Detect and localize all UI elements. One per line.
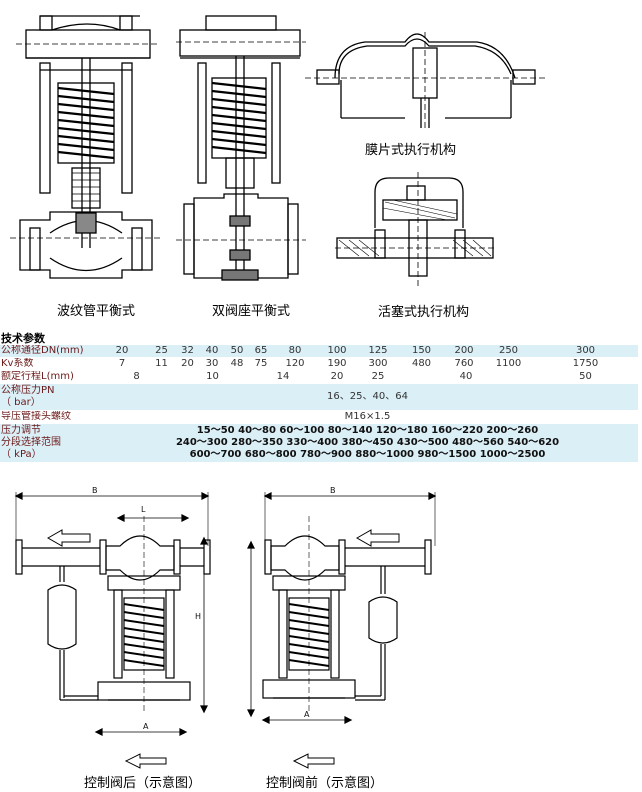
cell-dn: 150 xyxy=(399,345,444,357)
cell-thread: M16×1.5 xyxy=(97,411,638,423)
label-stroke: 额定行程L(mm) xyxy=(0,371,97,383)
cell-stroke: 20 xyxy=(317,371,357,383)
cell-dn: 25 xyxy=(147,345,176,357)
cell-stroke: 25 xyxy=(357,371,399,383)
cell-stroke: 50 xyxy=(533,371,638,383)
dim-h-left: H xyxy=(195,612,202,621)
row-pressure-range: 压力调节 分段选择范围 （ kPa） 15～50 40～80 60～100 80… xyxy=(0,424,638,462)
cell-dn: 65 xyxy=(249,345,273,357)
cell-dn: 300 xyxy=(533,345,638,357)
cell-kv: 75 xyxy=(249,358,273,370)
cell-kv: 1750 xyxy=(533,358,638,370)
cell-kv: 760 xyxy=(444,358,484,370)
caption-double-seat: 双阀座平衡式 xyxy=(212,304,291,319)
dim-l-left: L xyxy=(141,505,146,514)
cell-stroke: 40 xyxy=(399,371,533,383)
double-seat-valve-drawing xyxy=(176,15,306,281)
caption-bellows: 波纹管平衡式 xyxy=(57,304,136,319)
row-pn: 公称压力PN （ bar） 16、25、40、64 xyxy=(0,384,638,410)
label-pr-line: （ kPa） xyxy=(1,449,42,460)
label-pn-line: （ bar） xyxy=(1,397,41,408)
label-pn: 公称压力PN （ bar） xyxy=(0,384,97,410)
cell-pn: 16、25、40、64 xyxy=(97,384,638,410)
pressure-range-line: 600～700 680～800 780～900 880～1000 980～150… xyxy=(189,449,546,460)
row-stroke: 额定行程L(mm) 8 10 14 20 25 40 50 60 70 xyxy=(0,371,638,383)
flow-arrow-left-icon xyxy=(124,753,167,769)
cell-stroke: 8 xyxy=(97,371,176,383)
piston-actuator-drawing xyxy=(335,172,495,287)
dim-b-right: B xyxy=(330,486,336,495)
spec-table: 公称通径DN(mm) 20 25 32 40 50 65 80 100 125 … xyxy=(0,344,638,463)
label-thread: 导压管接头螺纹 xyxy=(0,411,97,423)
label-dn: 公称通径DN(mm) xyxy=(0,345,97,357)
cell-stroke: 10 xyxy=(176,371,249,383)
cell-kv: 20 xyxy=(176,358,199,370)
flow-arrow-left-icon xyxy=(292,753,335,769)
cell-kv: 120 xyxy=(273,358,317,370)
dim-b-left: B xyxy=(92,486,98,495)
cell-kv: 1100 xyxy=(484,358,533,370)
label-pr-line: 压力调节 xyxy=(1,425,41,436)
caption-diaphragm: 膜片式执行机构 xyxy=(365,143,457,158)
cell-dn: 100 xyxy=(317,345,357,357)
cell-dn: 80 xyxy=(273,345,317,357)
label-pn-line: 公称压力PN xyxy=(1,385,55,396)
cell-kv: 30 xyxy=(199,358,225,370)
row-dn: 公称通径DN(mm) 20 25 32 40 50 65 80 100 125 … xyxy=(0,345,638,357)
cell-kv: 190 xyxy=(317,358,357,370)
cell-dn: 40 xyxy=(199,345,225,357)
label-kv: Kv系数 xyxy=(0,358,97,370)
cell-dn: 20 xyxy=(97,345,147,357)
pressure-range-line: 240～300 280～350 330～400 380～450 430～500 … xyxy=(175,437,560,448)
caption-piston: 活塞式执行机构 xyxy=(378,305,470,320)
installation-after-valve-drawing xyxy=(14,492,211,736)
cell-pressure-range: 15～50 40～80 60～100 80～140 120～180 160～22… xyxy=(97,424,638,462)
caption-before-valve: 控制阀前（示意图） xyxy=(266,776,384,791)
cell-stroke: 14 xyxy=(249,371,317,383)
cell-dn: 250 xyxy=(484,345,533,357)
cell-kv: 480 xyxy=(399,358,444,370)
diaphragm-actuator-drawing xyxy=(305,32,545,128)
caption-after-valve: 控制阀后（示意图） xyxy=(84,776,202,791)
row-thread: 导压管接头螺纹 M16×1.5 xyxy=(0,411,638,423)
label-pr-line: 分段选择范围 xyxy=(1,437,61,448)
bellows-valve-drawing xyxy=(10,15,160,279)
section-title: 技术参数 xyxy=(1,332,45,345)
cell-dn: 50 xyxy=(225,345,249,357)
cell-dn: 200 xyxy=(444,345,484,357)
row-kv: Kv系数 7 11 20 30 48 75 120 190 300 480 76… xyxy=(0,358,638,370)
cell-kv: 300 xyxy=(357,358,399,370)
dim-a-left: A xyxy=(143,722,149,731)
cell-kv: 48 xyxy=(225,358,249,370)
dim-a-right: A xyxy=(304,710,310,719)
cell-kv: 11 xyxy=(147,358,176,370)
cell-dn: 125 xyxy=(357,345,399,357)
cell-dn: 32 xyxy=(176,345,199,357)
cell-kv: 7 xyxy=(97,358,147,370)
installation-before-valve-drawing xyxy=(247,492,437,724)
pressure-range-line: 15～50 40～80 60～100 80～140 120～180 160～22… xyxy=(196,425,539,436)
label-pressure-range: 压力调节 分段选择范围 （ kPa） xyxy=(0,424,97,462)
